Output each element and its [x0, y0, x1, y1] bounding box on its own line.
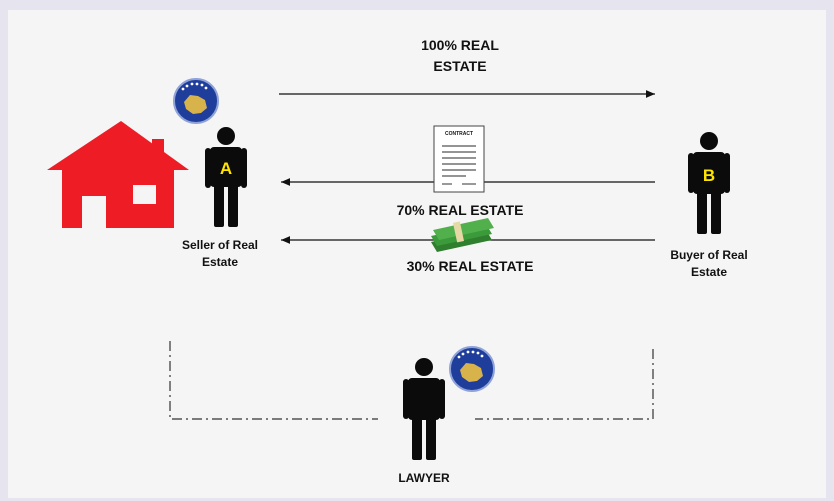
middle-flow-label: 70% REAL ESTATE	[396, 202, 524, 218]
lawyer-connection-lines	[169, 341, 654, 420]
buyer-letter: B	[702, 166, 716, 185]
lawyer-figure	[403, 358, 445, 460]
seller-letter: A	[219, 159, 233, 178]
money-icon	[431, 218, 494, 252]
contract-text: CONTRACT	[444, 131, 474, 137]
seller-label: Seller of Real Estate	[160, 237, 280, 271]
house-icon	[47, 121, 189, 228]
top-flow-label: 100% REAL ESTATE	[360, 35, 560, 77]
kosovo-emblem-icon	[449, 346, 495, 392]
bottom-flow-label: 30% REAL ESTATE	[406, 258, 534, 274]
buyer-label-line2: Estate	[690, 265, 728, 279]
buyer-figure	[688, 132, 730, 234]
top-flow-label-line2: ESTATE	[433, 58, 487, 74]
buyer-label: Buyer of Real Estate	[649, 247, 769, 281]
lawyer-label: LAWYER	[398, 471, 450, 485]
seller-figure	[205, 127, 247, 227]
buyer-label-line1: Buyer of Real	[670, 248, 748, 262]
top-flow-label-line1: 100% REAL	[421, 37, 499, 53]
seller-label-line1: Seller of Real	[181, 238, 259, 252]
seller-label-line2: Estate	[201, 255, 239, 269]
contract-icon	[433, 125, 485, 193]
kosovo-emblem-icon	[173, 78, 219, 124]
